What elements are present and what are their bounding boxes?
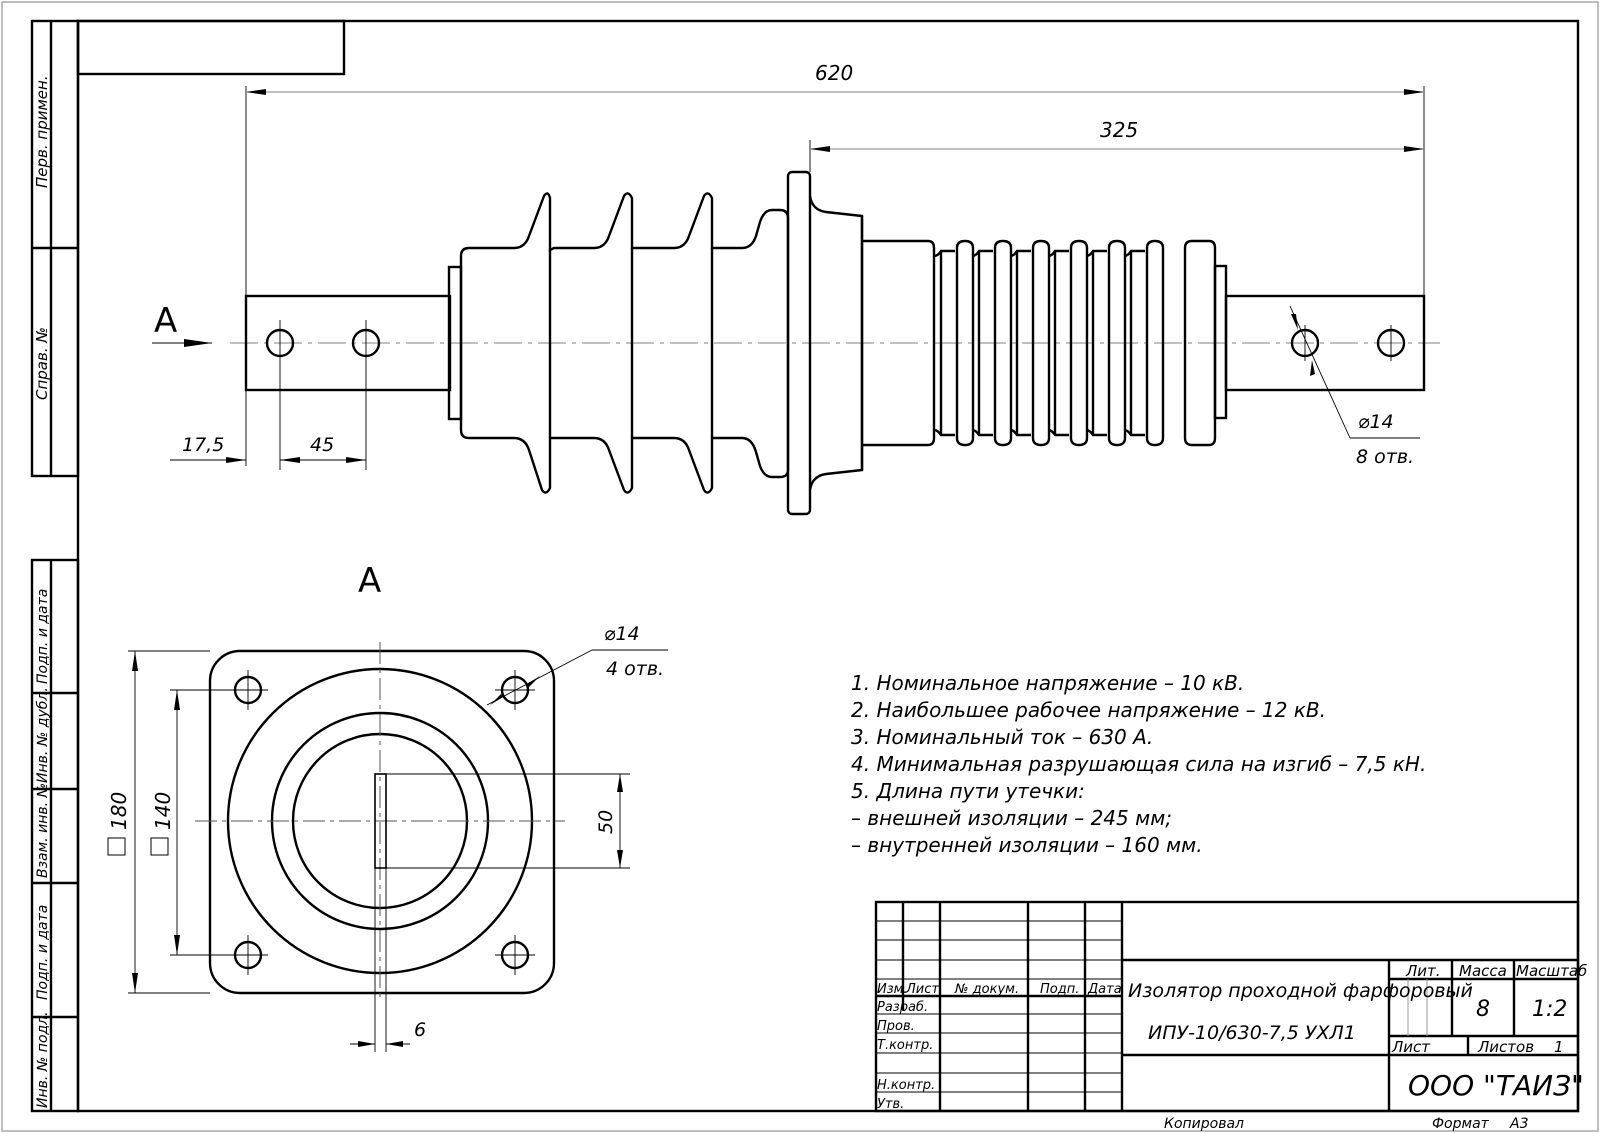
right-collar (1213, 264, 1228, 420)
note-1: 1. Номинальное напряжение – 10 кВ. (851, 671, 1244, 695)
section-label-a: A (358, 561, 381, 601)
format-value: A3 (1509, 1116, 1528, 1132)
view-a-flange: A 6 50 (107, 561, 668, 1052)
format-label: Формат (1432, 1116, 1490, 1132)
tb-row-razrab: Разраб. (877, 1000, 928, 1015)
flange-square-outline (208, 649, 556, 995)
tb-row-prov: Пров. (877, 1019, 915, 1034)
tb-lit-label: Лит. (1405, 962, 1441, 980)
view-direction-arrow (184, 339, 212, 347)
side-label-sprav-no: Справ. № (33, 327, 51, 400)
title-name-line1: Изолятор проходной фарфоровый (1128, 980, 1473, 1002)
dim-bolt-pattern: 140 (151, 792, 175, 830)
tb-scale-label: Масштаб (1516, 962, 1587, 980)
note-3: 3. Номинальный ток – 630 А. (851, 725, 1153, 749)
tb-mass-value: 8 (1476, 997, 1490, 1022)
side-label-inv-podl: Инв. № подл. (35, 1011, 51, 1108)
dim-17-5: 17,5 (182, 434, 224, 456)
tb-row-nkontr: Н.контр. (877, 1078, 935, 1093)
tb-scale-value: 1:2 (1532, 997, 1567, 1022)
side-label-inv-dubl: Инв. № дубл. (35, 687, 51, 783)
side-strip-top: Перв. примен. Справ. № (30, 19, 80, 478)
view-label-a: A (154, 301, 177, 341)
tb-row-utv: Утв. (877, 1097, 904, 1112)
technical-notes: 1. Номинальное напряжение – 10 кВ. 2. На… (851, 671, 1426, 857)
tb-row-tkontr: Т.контр. (877, 1038, 933, 1053)
indoor-end-rib (1183, 239, 1217, 447)
note-5: 5. Длина пути утечки: (851, 779, 1085, 803)
right-terminal-bar (1224, 294, 1426, 392)
dim-620: 620 (815, 61, 853, 85)
square-symbol-icon (150, 837, 169, 856)
insulator-side-view: 620 325 17,5 45 A ⌀14 8 отв. (152, 61, 1440, 516)
tb-sheet-label: Лист (1391, 1038, 1431, 1056)
tb-mass-label: Масса (1459, 962, 1507, 980)
tb-header-list: Лист (905, 982, 939, 997)
indoor-ribs (933, 239, 1165, 447)
note-2: 2. Наибольшее рабочее напряжение – 12 кВ… (851, 698, 1326, 722)
tb-sheets-value: 1 (1554, 1038, 1564, 1056)
square-symbol-icon (107, 837, 126, 856)
dim-flange-hole-count: 4 отв. (606, 658, 664, 680)
tb-header-dokum: № докум. (954, 982, 1019, 997)
title-block: Изм. Лист № докум. Подп. Дата Разраб. Пр… (874, 900, 1587, 1132)
mounting-flange-plate (786, 170, 812, 516)
indoor-ribbed-porcelain (862, 239, 936, 447)
tb-header-izm: Изм. (877, 982, 908, 997)
side-label-vzam-inv: Взам. инв. № (35, 783, 51, 878)
top-left-designation-box (76, 19, 346, 76)
dim-325: 325 (1100, 118, 1138, 142)
dim-flange-size: 180 (107, 792, 131, 830)
note-6: – внешней изоляции – 245 мм; (851, 806, 1172, 830)
dim-terminal-hole-dia: ⌀14 (1358, 411, 1394, 433)
dim-slot-width: 6 (414, 1019, 426, 1041)
tb-header-podp: Подп. (1040, 982, 1079, 997)
tb-sheets-label: Листов (1477, 1038, 1534, 1056)
note-7: – внутренней изоляции – 160 мм. (851, 833, 1203, 857)
drawing-frame (76, 19, 1580, 1113)
side-label-perv-primen: Перв. примен. (33, 75, 51, 188)
side-label-podp-data-2: Подп. и дата (35, 905, 51, 1000)
dim-45: 45 (310, 434, 334, 456)
copied-label: Копировал (1164, 1116, 1244, 1132)
dim-terminal-hole-count: 8 отв. (1356, 446, 1414, 468)
terminal-slot (374, 773, 387, 869)
side-strip-bottom: Подп. и дата Инв. № дубл. Взам. инв. № П… (30, 558, 80, 1113)
title-name-line2: ИПУ-10/630-7,5 УХЛ1 (1148, 1022, 1356, 1044)
tb-header-data: Дата (1087, 982, 1122, 997)
tb-organization: ООО "ТАИЗ" (1408, 1069, 1584, 1102)
note-4: 4. Минимальная разрушающая сила на изгиб… (851, 752, 1426, 776)
side-label-podp-data-1: Подп. и дата (35, 589, 51, 684)
dim-flange-hole-dia: ⌀14 (604, 623, 640, 645)
dim-slot-length: 50 (595, 810, 617, 834)
